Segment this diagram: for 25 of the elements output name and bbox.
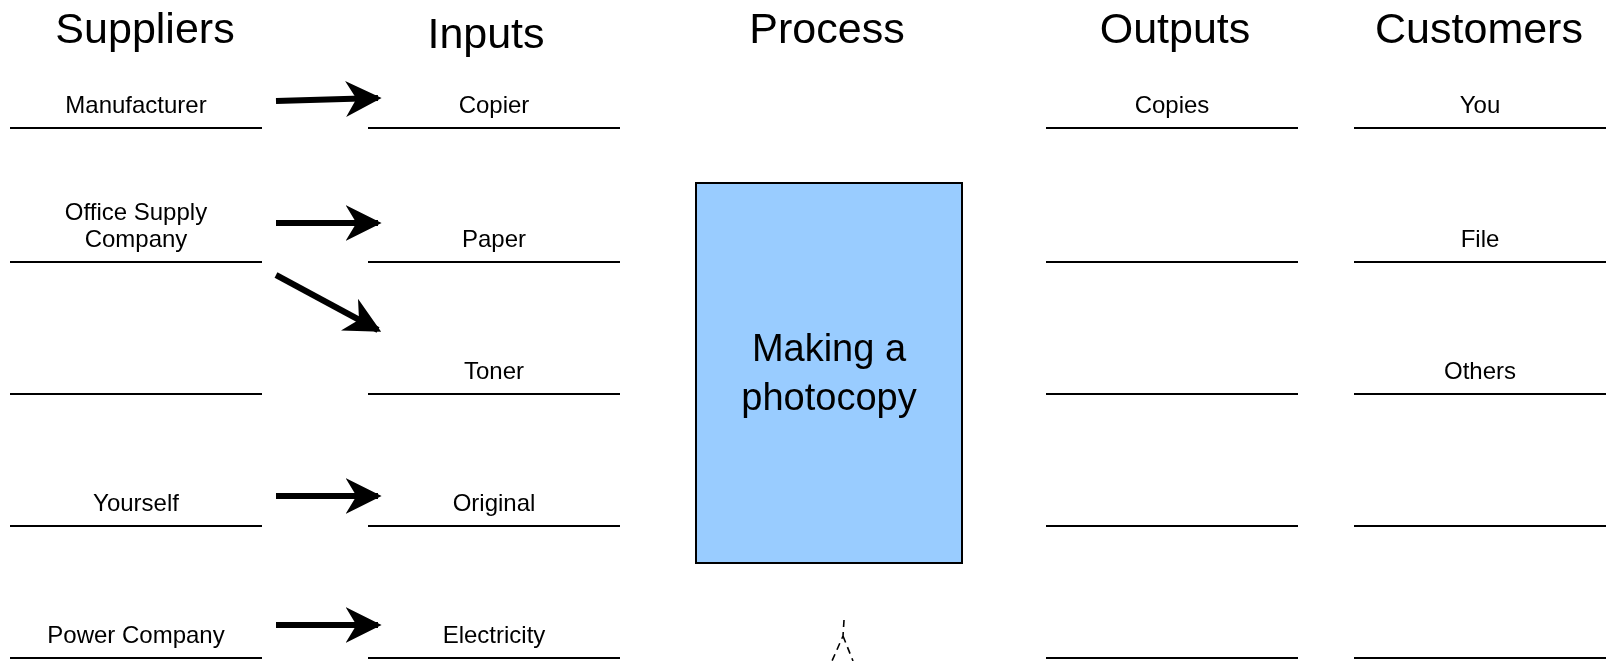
slot-label: Toner bbox=[463, 357, 524, 385]
arrow bbox=[276, 205, 382, 241]
column-heading: Customers bbox=[1375, 4, 1583, 53]
arrow bbox=[276, 607, 382, 643]
slot-label: Manufacturer bbox=[65, 91, 207, 119]
slot-label: Copies bbox=[1134, 91, 1210, 119]
column-heading: Process bbox=[749, 4, 905, 53]
slot-label: Paper bbox=[461, 225, 526, 253]
slot-label: Original bbox=[452, 489, 536, 517]
column-heading: Inputs bbox=[427, 9, 545, 58]
slot-label: Electricity bbox=[442, 621, 546, 649]
slot-label: Others bbox=[1444, 357, 1516, 385]
arrow bbox=[274, 272, 382, 333]
process-box bbox=[695, 182, 963, 564]
column-heading: Suppliers bbox=[55, 4, 235, 53]
column-heading: Outputs bbox=[1099, 4, 1251, 53]
slot-label: Power Company bbox=[47, 621, 225, 649]
slot-label: Yourself bbox=[93, 489, 179, 517]
process-label: Making a photocopy bbox=[740, 325, 918, 420]
slot-label: You bbox=[1459, 91, 1501, 119]
slot-label: Office Supply Company bbox=[63, 197, 209, 253]
slot-label: File bbox=[1460, 225, 1500, 253]
arrow bbox=[276, 478, 382, 514]
arrow bbox=[275, 80, 382, 117]
slot-label: Copier bbox=[458, 91, 530, 119]
